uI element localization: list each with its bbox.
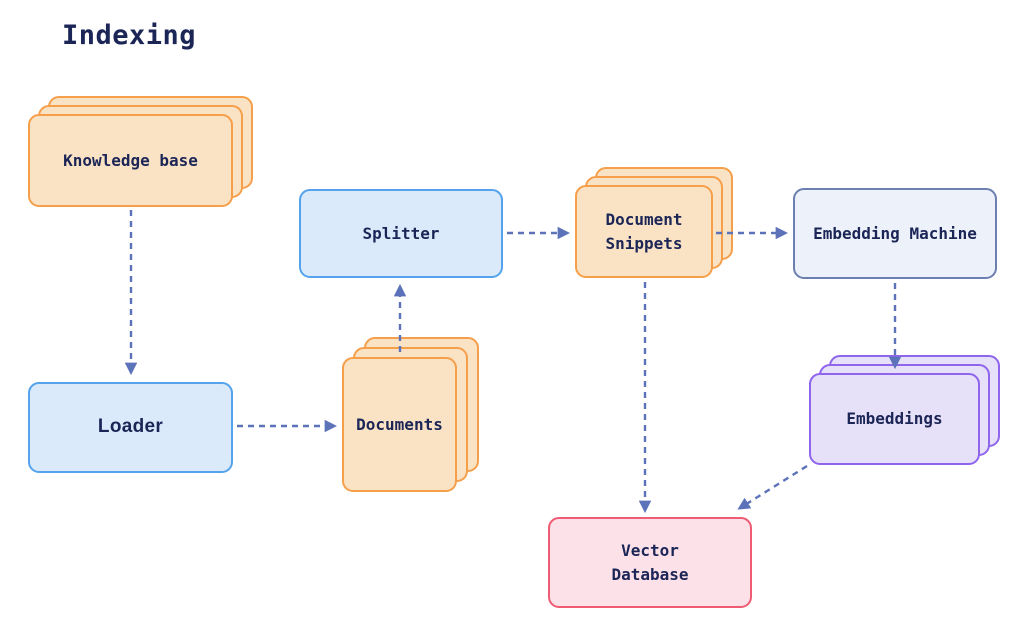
- knowledge-base-card: Knowledge base: [28, 114, 233, 207]
- node-label: Knowledge base: [63, 150, 198, 170]
- node-label: Documents: [356, 414, 443, 434]
- page-title: Indexing: [62, 20, 197, 51]
- embeddings-card: Embeddings: [809, 373, 980, 465]
- documents-card: Documents: [342, 357, 457, 492]
- node-embeddings: Embeddings: [809, 355, 1000, 465]
- node-label: Splitter: [362, 223, 440, 243]
- node-knowledge-base: Knowledge base: [28, 96, 253, 207]
- node-embedding-machine: Embedding Machine: [793, 188, 997, 279]
- splitter-card: Splitter: [299, 189, 503, 278]
- arrow-embeddings-to-vector-database: [737, 464, 808, 510]
- node-label: Vector Database: [611, 540, 689, 584]
- node-label: Embedding Machine: [813, 223, 977, 243]
- node-documents: Documents: [342, 337, 479, 492]
- node-splitter: Splitter: [299, 189, 503, 278]
- loader-card: Loader: [28, 382, 233, 473]
- node-vector-database: Vector Database: [548, 517, 752, 608]
- vector-database-card: Vector Database: [548, 517, 752, 608]
- node-loader: Loader: [28, 382, 233, 473]
- embedding-machine-card: Embedding Machine: [793, 188, 997, 279]
- node-label: Embeddings: [846, 409, 943, 428]
- document-snippets-card: Document Snippets: [575, 185, 713, 278]
- node-label: Document Snippets: [605, 209, 683, 253]
- node-document-snippets: Document Snippets: [575, 167, 733, 278]
- node-label: Loader: [97, 416, 164, 438]
